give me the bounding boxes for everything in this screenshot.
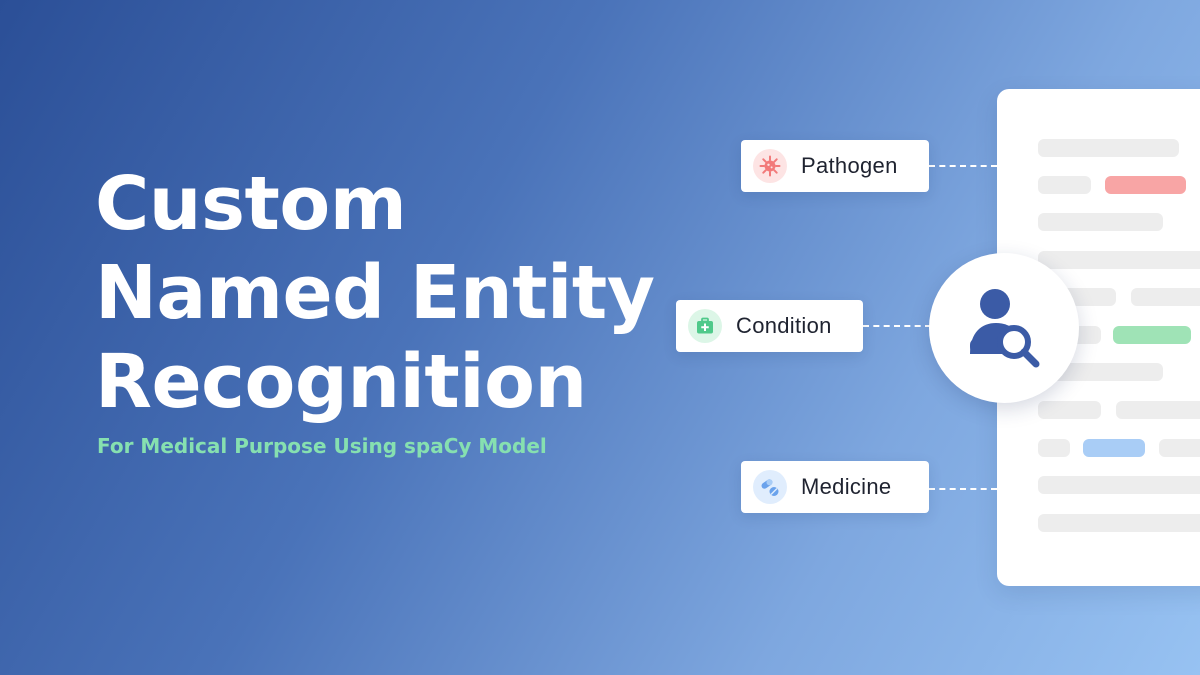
entity-label-condition: Condition: [736, 313, 832, 338]
condition-highlight-bar: [1113, 326, 1191, 344]
entity-chip-condition: Condition: [676, 300, 863, 352]
text-placeholder-bar: [1038, 514, 1200, 532]
entity-chip-medicine: Medicine: [741, 461, 929, 513]
pathogen-highlight-bar: [1105, 176, 1186, 194]
text-placeholder-bar: [1159, 439, 1200, 457]
headline-line-2: Named Entity: [95, 250, 655, 336]
user-search-badge: [929, 253, 1079, 403]
text-placeholder-bar: [1038, 476, 1200, 494]
text-placeholder-bar: [1038, 363, 1163, 381]
headline-line-1: Custom: [95, 161, 407, 247]
headline-line-3: Recognition: [95, 339, 587, 425]
text-placeholder-bar: [1038, 251, 1200, 269]
text-placeholder-bar: [1038, 439, 1070, 457]
entity-chip-pathogen: Pathogen: [741, 140, 929, 192]
pills-icon: [753, 470, 787, 504]
text-placeholder-bar: [1131, 288, 1200, 306]
entity-label-medicine: Medicine: [801, 474, 892, 499]
text-placeholder-bar: [1038, 139, 1179, 157]
pathogen-connector: [929, 165, 997, 167]
medicine-connector: [929, 488, 997, 490]
headline-subtitle: For Medical Purpose Using spaCy Model: [97, 434, 547, 458]
medicine-highlight-bar: [1083, 439, 1145, 457]
virus-icon: [753, 149, 787, 183]
headline-title: Custom Named Entity Recognition: [95, 160, 655, 427]
user-search-icon: [970, 289, 1040, 368]
entity-label-pathogen: Pathogen: [801, 153, 898, 178]
text-placeholder-bar: [1038, 213, 1163, 231]
first-aid-kit-icon: [688, 309, 722, 343]
text-placeholder-bar: [1116, 401, 1200, 419]
condition-connector: [863, 325, 931, 327]
text-placeholder-bar: [1038, 401, 1101, 419]
text-placeholder-bar: [1038, 176, 1091, 194]
